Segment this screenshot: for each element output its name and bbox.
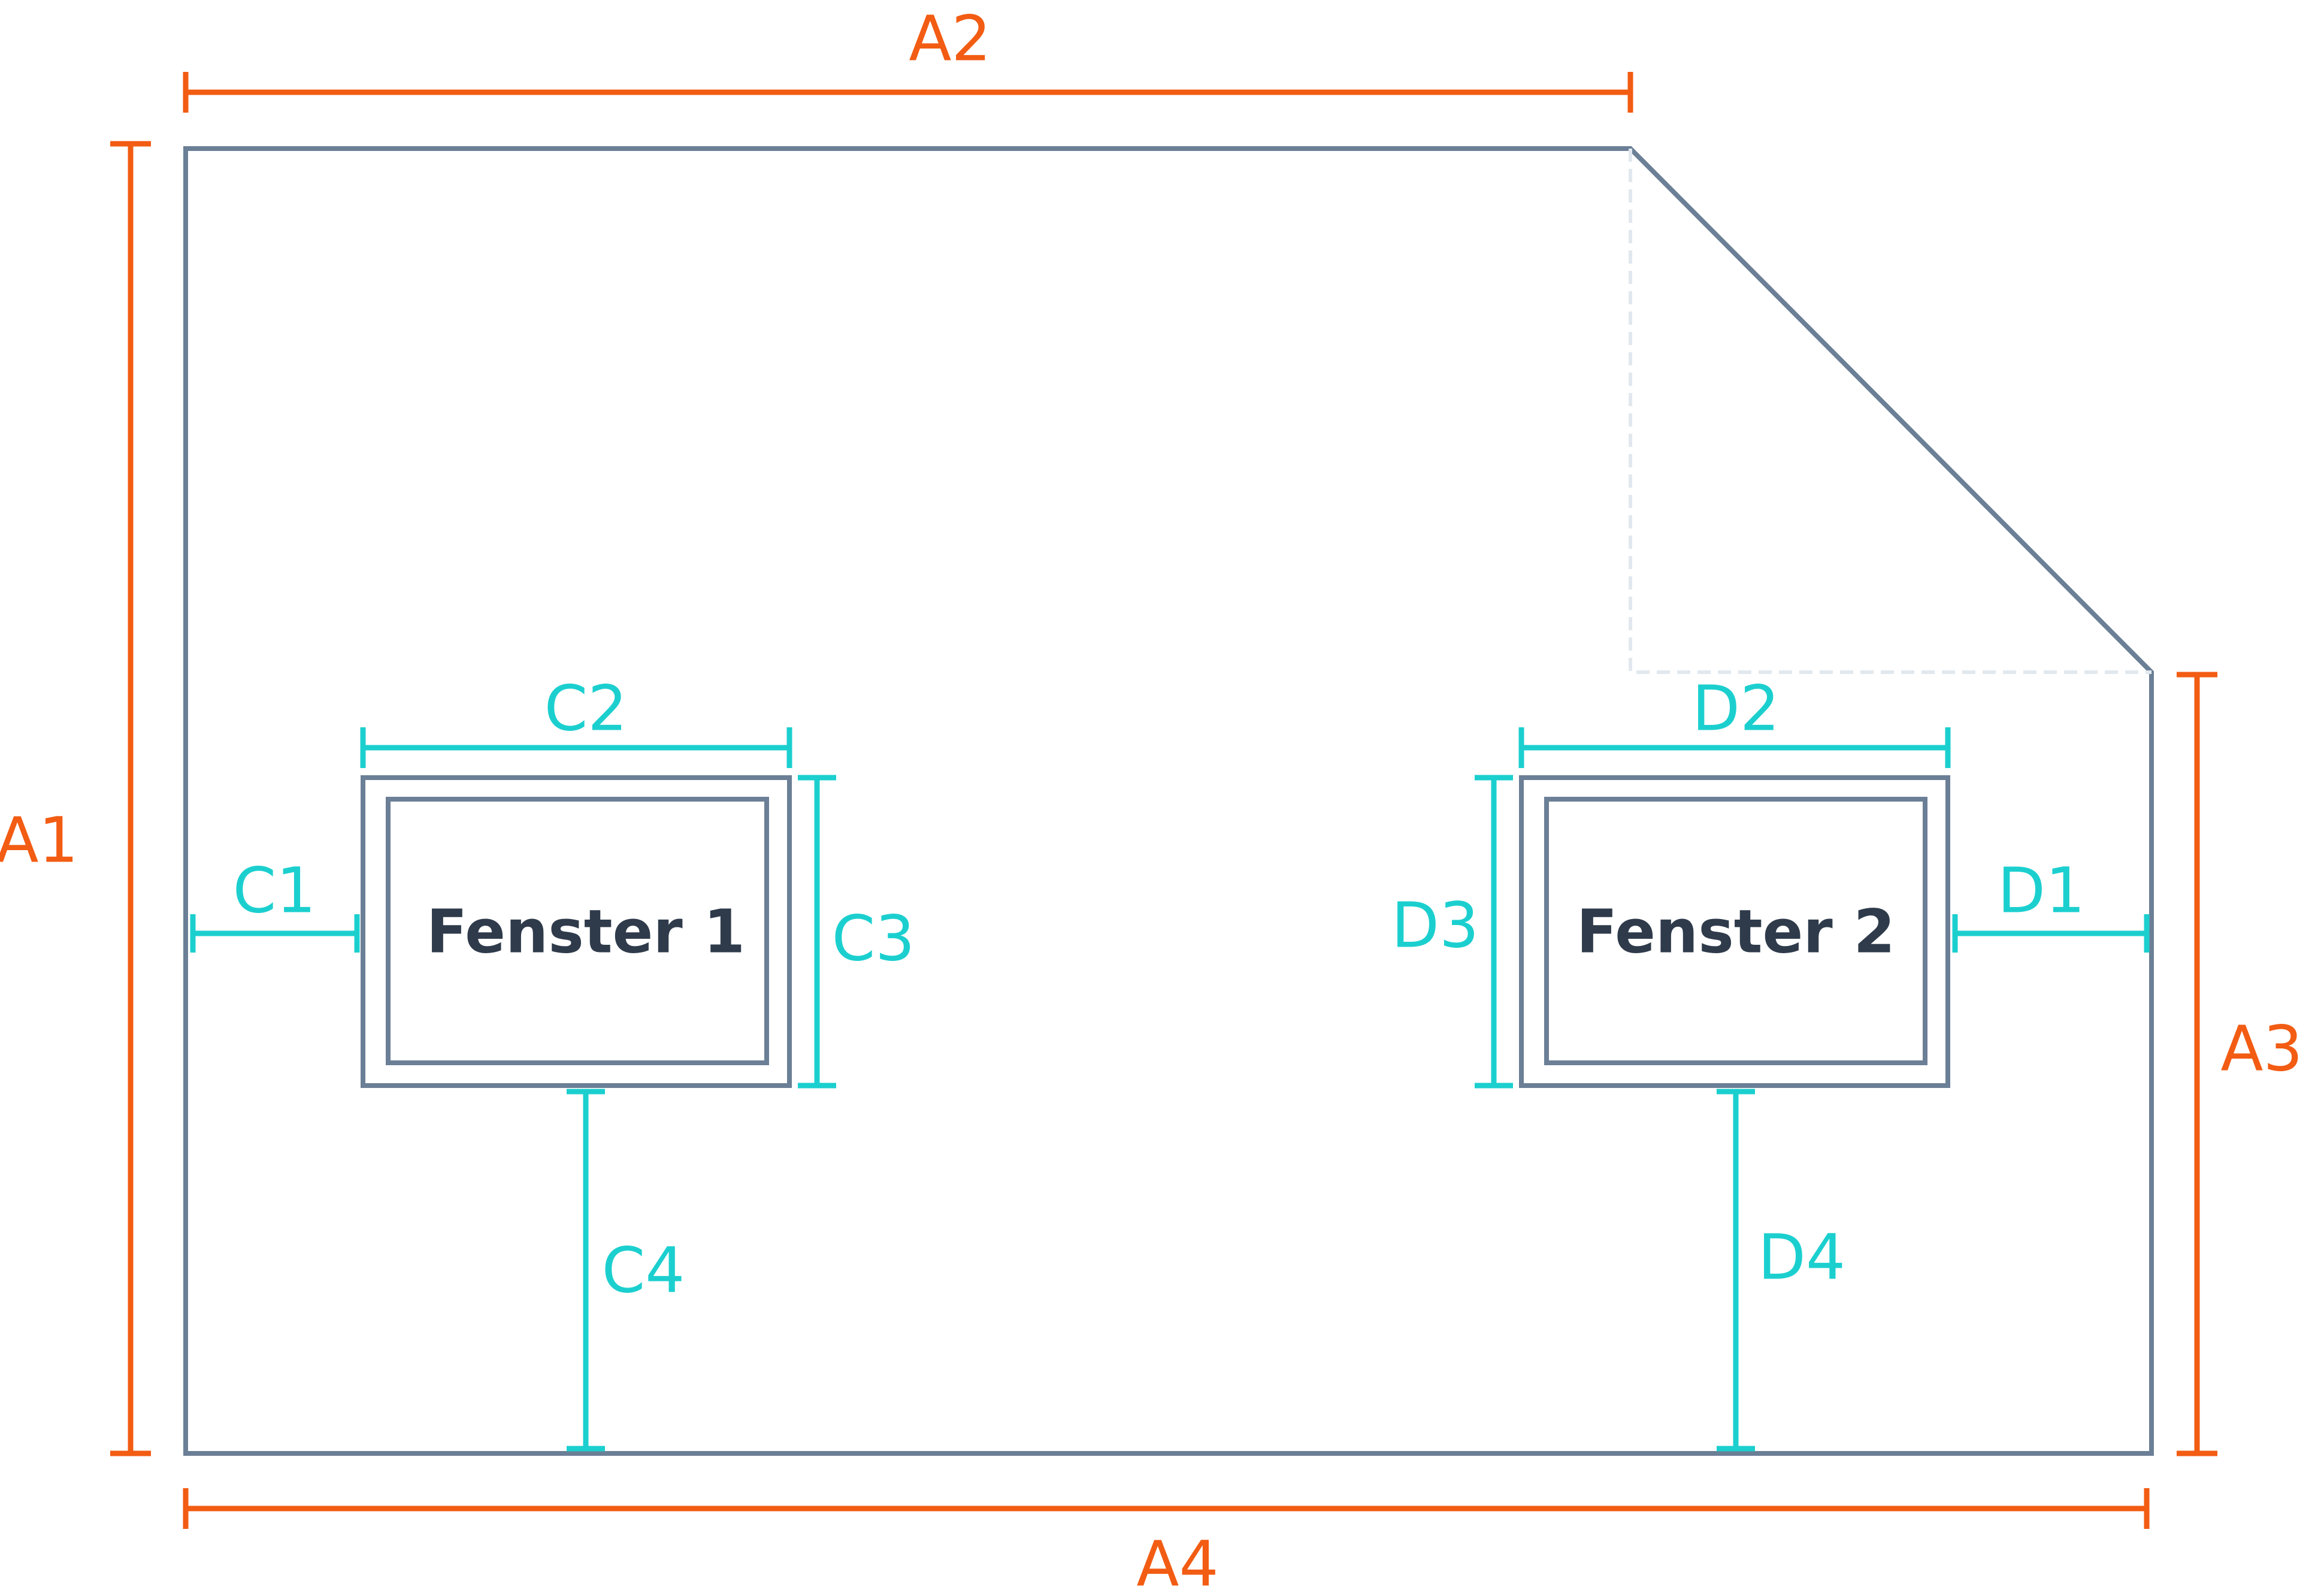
dimension-c1	[190, 914, 360, 953]
dimension-label-d1: D1	[1998, 854, 2085, 927]
dimension-a3	[2177, 672, 2217, 1456]
dimension-a2	[183, 72, 1633, 113]
dimension-label-a4: A4	[1136, 1527, 1218, 1596]
dimension-label-a3: A3	[2220, 1012, 2302, 1085]
dimension-label-d2: D2	[1692, 672, 1780, 745]
window-2-label: Fenster 2	[1576, 896, 1895, 966]
dimension-d1	[1952, 914, 2150, 953]
room-outline	[183, 146, 2154, 1456]
dimension-c3	[798, 775, 836, 1089]
dimension-label-c3: C3	[832, 902, 915, 975]
dimension-label-c1: C1	[233, 854, 316, 927]
window-2	[1519, 775, 1950, 1088]
chamfer-dashed-guide	[1629, 149, 2151, 674]
dimension-label-c4: C4	[602, 1234, 685, 1307]
dimension-d2	[1518, 727, 1951, 768]
dimension-d4	[1717, 1089, 1755, 1452]
window-1-label: Fenster 1	[426, 896, 745, 966]
dimension-label-d4: D4	[1758, 1220, 1845, 1293]
window-1	[361, 775, 792, 1088]
dimension-d3	[1475, 775, 1513, 1089]
dimension-label-c2: C2	[544, 672, 628, 745]
dimension-label-a2: A2	[909, 2, 991, 75]
dimension-label-d3: D3	[1391, 888, 1479, 962]
dimension-label-a1: A1	[0, 803, 78, 876]
dimension-a4	[183, 1488, 2150, 1529]
dimension-c2	[360, 727, 792, 768]
dimension-c4	[567, 1089, 605, 1452]
dimension-a1	[110, 141, 151, 1456]
